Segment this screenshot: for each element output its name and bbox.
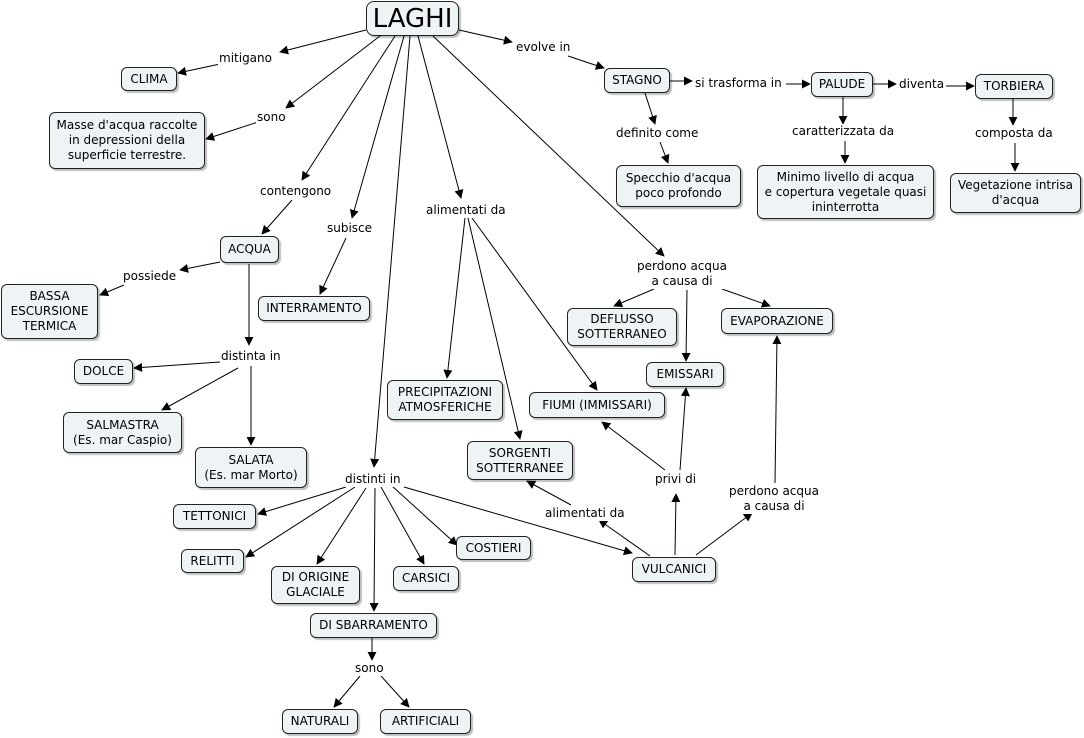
- concept-costieri[interactable]: COSTIERI: [456, 536, 531, 560]
- concept-vulcanici[interactable]: VULCANICI: [632, 557, 716, 582]
- concept-torbiera[interactable]: TORBIERA: [975, 74, 1053, 99]
- concept-relitti[interactable]: RELITTI: [181, 549, 244, 573]
- link-sono: sono: [256, 110, 287, 125]
- link-distinta-in: distinta in: [220, 349, 282, 364]
- concept-carsici[interactable]: CARSICI: [393, 566, 459, 591]
- link-alimentati-da-vulcanici: alimentati da: [544, 506, 626, 521]
- link-composta-da: composta da: [974, 126, 1054, 141]
- concept-palude[interactable]: PALUDE: [811, 72, 873, 97]
- concept-evaporazione[interactable]: EVAPORAZIONE: [721, 308, 833, 334]
- link-possiede: possiede: [122, 269, 178, 284]
- concept-vegetazione[interactable]: Vegetazione intrisa d'acqua: [950, 173, 1081, 213]
- concept-emissari[interactable]: EMISSARI: [646, 362, 724, 387]
- link-contengono: contengono: [259, 184, 333, 199]
- link-alimentati-da: alimentati da: [425, 203, 507, 218]
- link-perdono-acqua-vulcanici: perdono acqua a causa di: [728, 484, 820, 514]
- concept-specchio-acqua[interactable]: Specchio d'acqua poco profondo: [616, 165, 741, 207]
- concept-sbarramento[interactable]: DI SBARRAMENTO: [310, 613, 437, 638]
- concept-stagno[interactable]: STAGNO: [604, 68, 670, 93]
- concept-fiumi[interactable]: FIUMI (IMMISSARI): [529, 392, 665, 418]
- concept-precipitazioni[interactable]: PRECIPITAZIONI ATMOSFERICHE: [387, 380, 503, 420]
- concept-glaciale[interactable]: DI ORIGINE GLACIALE: [271, 566, 360, 604]
- link-sono-sbarramento: sono: [354, 661, 385, 676]
- link-subisce: subisce: [326, 221, 374, 236]
- link-mitigano: mitigano: [218, 51, 273, 66]
- concept-dolce[interactable]: DOLCE: [74, 359, 133, 384]
- concept-clima[interactable]: CLIMA: [121, 67, 177, 91]
- concept-salata[interactable]: SALATA (Es. mar Morto): [195, 447, 307, 488]
- concept-masse-acqua[interactable]: Masse d'acqua raccolte in depressioni de…: [49, 112, 205, 169]
- concept-bassa-escursione[interactable]: BASSA ESCURSIONE TERMICA: [1, 284, 98, 339]
- concept-laghi[interactable]: LAGHI: [366, 1, 459, 36]
- link-distinti-in: distinti in: [344, 472, 402, 487]
- link-caratterizzata-da: caratterizzata da: [791, 124, 896, 139]
- concept-naturali[interactable]: NATURALI: [282, 709, 358, 734]
- concept-tettonici[interactable]: TETTONICI: [173, 504, 256, 529]
- concept-interramento[interactable]: INTERRAMENTO: [258, 296, 370, 321]
- link-diventa: diventa: [898, 77, 946, 92]
- link-privi-di: privi di: [654, 472, 698, 487]
- concept-acqua[interactable]: ACQUA: [220, 236, 279, 263]
- link-perdono-acqua: perdono acqua a causa di: [636, 259, 728, 289]
- concept-artificiali[interactable]: ARTIFICIALI: [380, 709, 471, 734]
- concept-salmastra[interactable]: SALMASTRA (Es. mar Caspio): [63, 412, 182, 453]
- concept-minimo-livello[interactable]: Minimo livello di acqua e copertura vege…: [757, 165, 934, 219]
- link-si-trasforma-in: si trasforma in: [694, 76, 783, 91]
- link-evolve-in: evolve in: [515, 40, 572, 55]
- concept-deflusso[interactable]: DEFLUSSO SOTTERRANEO: [567, 308, 677, 346]
- concept-sorgenti[interactable]: SORGENTI SOTTERRANEE: [467, 441, 573, 480]
- link-definito-come: definito come: [615, 126, 700, 141]
